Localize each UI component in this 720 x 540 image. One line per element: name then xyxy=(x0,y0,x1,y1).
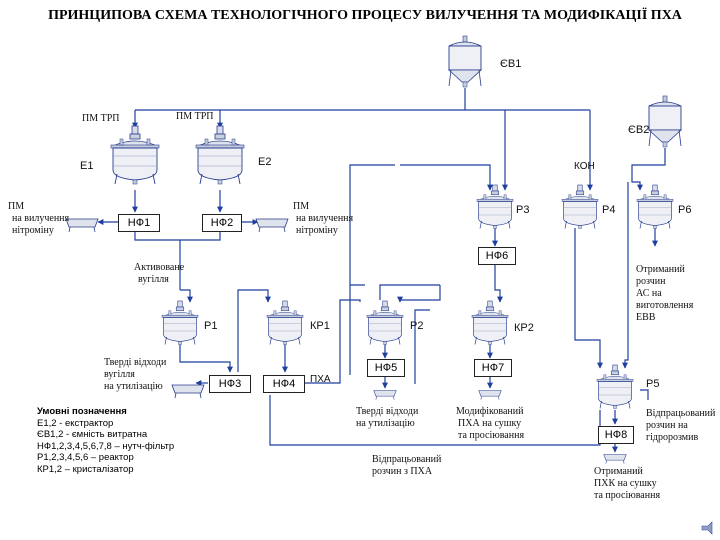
label-obtained-phk-1: Отриманий xyxy=(594,466,643,477)
corner-sound-icon xyxy=(701,521,713,535)
tray-nf7 xyxy=(478,390,502,400)
label-solid-waste-1: Тверді відходи xyxy=(356,406,419,417)
reactor-p1 xyxy=(161,300,199,345)
label-obtained-phk-2: ПХК на сушку xyxy=(594,478,657,489)
filter-nf8: НФ8 xyxy=(598,426,634,444)
filter-nf7: НФ7 xyxy=(474,359,512,377)
label-obtained-ac-5: ЕВВ xyxy=(636,312,656,323)
tray-nf3 xyxy=(171,384,205,399)
label-obtained-ac-4: виготовлення xyxy=(636,300,694,311)
label-spent-pha-1: Відпрацьований xyxy=(372,454,442,465)
label-activated-1: Активоване xyxy=(134,262,185,273)
label-solid-coal-1: Тверді відходи xyxy=(104,357,167,368)
vessel-ev1 xyxy=(448,35,482,88)
label-p6: Р6 xyxy=(678,204,692,216)
label-spent-pha-2: розчин з ПХА xyxy=(372,466,433,477)
diagram-title: ПРИНЦИПОВА СХЕМА ТЕХНОЛОГІЧНОГО ПРОЦЕСУ … xyxy=(48,8,682,23)
legend-item: ЄВ1,2 - ємність витратна xyxy=(37,429,148,440)
filter-nf1: НФ1 xyxy=(118,214,160,232)
reactor-p2 xyxy=(366,300,404,345)
filter-nf4: НФ4 xyxy=(263,375,305,393)
label-pm-left-1: ПМ xyxy=(8,201,25,212)
label-kon: КОН xyxy=(574,161,595,172)
reactor-p3 xyxy=(476,184,514,229)
label-spent-hydro-3: гідророзмив xyxy=(646,432,699,443)
label-p5: Р5 xyxy=(646,378,660,390)
reactor-p4 xyxy=(561,184,599,229)
label-obtained-ac-3: АС на xyxy=(636,288,662,299)
label-pm-trp-e1: ПМ ТРП xyxy=(82,113,120,124)
label-p3: Р3 xyxy=(516,204,530,216)
label-modified-2: ПХА на сушку xyxy=(458,418,522,429)
label-p4: Р4 xyxy=(602,204,616,216)
legend-item: Е1,2 - екстрактор xyxy=(37,417,114,429)
filter-nf2: НФ2 xyxy=(202,214,242,232)
legend-item: НФ1,2,3,4,5,6,7,8 – нутч-фільтр xyxy=(37,440,175,452)
legend-heading: Умовні позначення xyxy=(37,406,127,417)
label-pm-left-2: на вилучення xyxy=(12,213,70,224)
label-pm-mid-2: на вилучення xyxy=(296,213,354,224)
legend-item: КР1,2 – кристалізатор xyxy=(37,463,134,475)
label-spent-hydro-2: розчин на xyxy=(646,420,688,431)
filter-nf5: НФ5 xyxy=(367,359,405,377)
label-e1: Е1 xyxy=(80,160,94,172)
label-solid-coal-3: на утилізацію xyxy=(104,381,163,392)
label-pm-trp-e2: ПМ ТРП xyxy=(176,111,214,122)
label-solid-waste-2: на утилізацію xyxy=(356,418,415,429)
label-activated-2: вугілля xyxy=(138,274,169,285)
legend: Умовні позначення Е1,2 - екстрактор ЄВ1,… xyxy=(37,406,174,475)
pipelines xyxy=(97,88,666,453)
filter-nf6: НФ6 xyxy=(478,247,516,265)
reactor-p6 xyxy=(636,184,674,229)
label-kr2: КР2 xyxy=(514,322,534,334)
label-modified-3: та просіювання xyxy=(458,430,525,441)
label-obtained-ac-1: Отриманий xyxy=(636,264,685,275)
tray-right-e2 xyxy=(255,218,289,233)
crystallizer-kr1 xyxy=(266,300,304,345)
crystallizer-kr2 xyxy=(471,300,509,345)
reactor-p5 xyxy=(596,364,634,409)
tray-nf5 xyxy=(373,390,397,400)
legend-item: Р1,2,3,4,5,6 – реактор xyxy=(37,452,134,463)
label-modified-1: Модифікований xyxy=(456,406,524,417)
label-spent-hydro-1: Відпрацьований xyxy=(646,408,716,419)
label-kr1: КР1 xyxy=(310,320,330,332)
vessel-ev2 xyxy=(648,95,682,148)
extractor-e2 xyxy=(195,125,245,185)
label-obtained-phk-3: та просіювання xyxy=(594,490,661,501)
tray-nf8 xyxy=(603,454,627,464)
label-ev1: ЄВ1 xyxy=(500,58,522,70)
extractor-e1 xyxy=(110,125,160,185)
label-pha: ПХА xyxy=(310,374,331,385)
filter-nf3: НФ3 xyxy=(209,375,251,393)
label-pm-mid-3: нітроміну xyxy=(296,225,338,236)
tray-left-e1 xyxy=(65,218,99,233)
label-obtained-ac-2: розчин xyxy=(636,276,666,287)
label-pm-mid-1: ПМ xyxy=(293,201,310,212)
label-p1: Р1 xyxy=(204,320,218,332)
label-e2: Е2 xyxy=(258,156,272,168)
label-solid-coal-2: вугілля xyxy=(104,369,135,380)
label-p2: Р2 xyxy=(410,320,424,332)
label-ev2: ЄВ2 xyxy=(628,124,650,136)
label-pm-left-3: нітроміну xyxy=(12,225,54,236)
